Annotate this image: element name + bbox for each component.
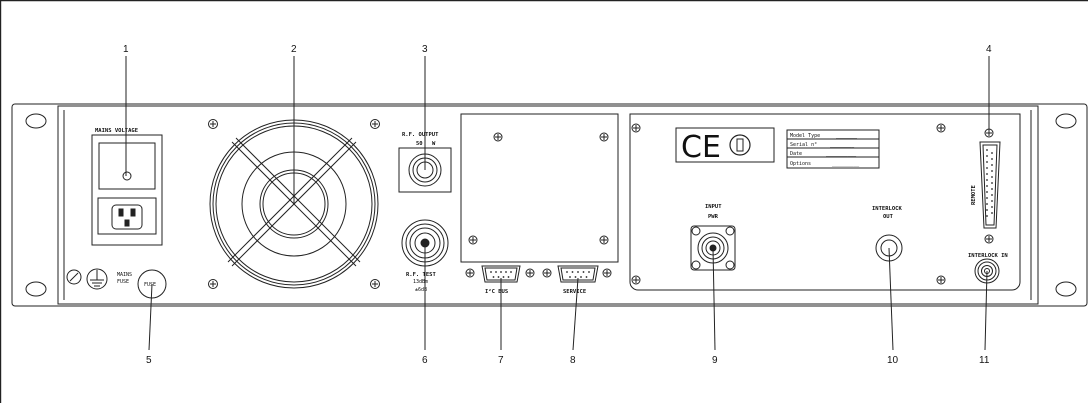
interlock-in-label: INTERLOCK IN bbox=[968, 253, 1008, 259]
rack-panel bbox=[11, 103, 1088, 307]
service-pins bbox=[566, 271, 590, 278]
nameplate-row-label: Options bbox=[790, 161, 811, 167]
rf-test-level: 13dBm bbox=[413, 279, 428, 285]
rf-output-label: R.F. OUTPUT bbox=[402, 132, 439, 138]
ce-mark: CE bbox=[675, 127, 775, 165]
blank-cover-plate bbox=[460, 113, 619, 263]
cooling-fan bbox=[209, 119, 379, 289]
nameplate bbox=[786, 129, 880, 169]
mains-fuse-word: FUSE bbox=[117, 279, 129, 285]
rf-output-impedance: 50 bbox=[416, 141, 423, 147]
rf-test-tolerance: ±6dB bbox=[415, 287, 427, 293]
fuse-cap-label: FUSE bbox=[144, 282, 156, 288]
input-label: INPUT bbox=[705, 204, 722, 210]
rf-test-label: R.F. TEST bbox=[406, 272, 436, 278]
callout-2: 2 bbox=[291, 44, 297, 55]
callout-4: 4 bbox=[986, 44, 992, 55]
service-connector bbox=[542, 265, 612, 283]
fuse-holder bbox=[137, 269, 167, 299]
callout-5: 5 bbox=[146, 355, 152, 366]
nameplate-row-label: Model Type bbox=[790, 133, 820, 139]
i2c-bus-pins bbox=[490, 271, 512, 278]
interlock-out-label: INTERLOCK bbox=[872, 206, 902, 212]
fan-mount-screws bbox=[208, 119, 380, 289]
svg-text:CE: CE bbox=[681, 130, 721, 165]
remote-pins bbox=[986, 149, 993, 217]
nameplate-row-label: Date bbox=[790, 151, 802, 157]
callout-3: 3 bbox=[422, 44, 428, 55]
callout-6: 6 bbox=[422, 355, 428, 366]
mains-label: MAINS bbox=[117, 272, 132, 278]
callout-10: 10 bbox=[887, 355, 899, 366]
i2c-bus-label: I²C BUS bbox=[485, 288, 508, 295]
nameplate-row-value: __________ bbox=[826, 151, 857, 157]
rf-output-impedance-unit: W bbox=[432, 141, 436, 147]
remote-connector bbox=[979, 128, 1001, 244]
remote-label: REMOTE bbox=[971, 185, 977, 205]
right-section-plate bbox=[629, 113, 1021, 291]
mains-voltage-label: MAINS VOLTAGE bbox=[95, 128, 138, 134]
ground-terminal bbox=[66, 268, 108, 290]
rack-ear-holes bbox=[25, 113, 1077, 297]
interlock-out-sub: OUT bbox=[883, 214, 894, 220]
mains-voltage-block bbox=[91, 134, 163, 246]
callout-9: 9 bbox=[712, 355, 718, 366]
leader-lines bbox=[125, 56, 990, 351]
pwr-label: PWR bbox=[708, 214, 719, 220]
callout-1: 1 bbox=[123, 44, 129, 55]
nameplate-row-value: _______ bbox=[836, 133, 858, 139]
nameplate-row-value: _________ bbox=[832, 161, 860, 167]
service-label: SERVICE bbox=[563, 289, 586, 295]
nameplate-row-label: Serial n° bbox=[790, 142, 817, 148]
callout-11: 11 bbox=[979, 355, 990, 366]
nameplate-row-value: ________ bbox=[830, 142, 855, 148]
i2c-bus-connector bbox=[465, 265, 535, 283]
callout-7: 7 bbox=[498, 355, 504, 366]
callout-8: 8 bbox=[570, 355, 576, 366]
